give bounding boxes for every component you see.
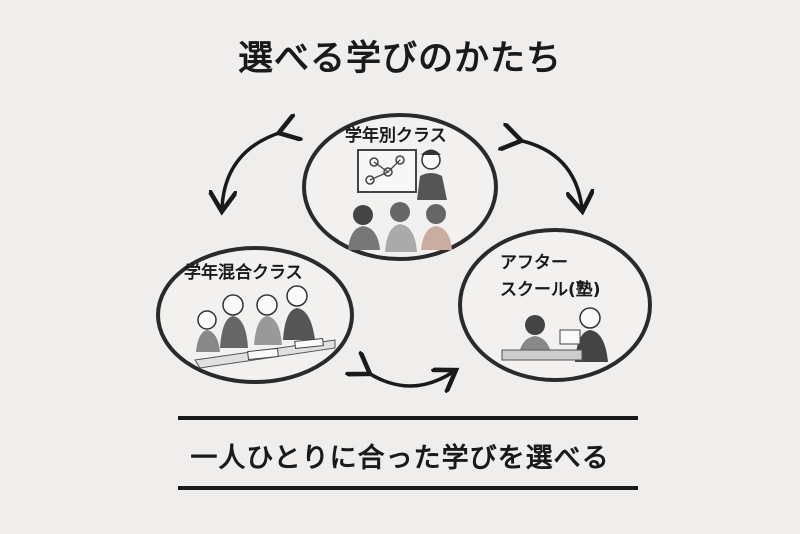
after-school-label-line1: アフター [500, 253, 568, 273]
after-school-illustration [458, 228, 652, 382]
divider-top [178, 416, 638, 420]
cycle-arrow-right [518, 140, 582, 208]
mixed-grade-class-label: 学年混合クラス [184, 263, 303, 283]
page-title: 選べる学びのかたち [237, 39, 562, 79]
cycle-arrow-bottom [367, 372, 453, 386]
after-school-label-line2: スクール(塾) [500, 280, 601, 300]
grade-class-illustration [302, 113, 498, 261]
grade-class-label: 学年別クラス [345, 126, 447, 146]
cycle-arrow-left [222, 132, 282, 208]
tagline: 一人ひとりに合った学びを選べる [190, 443, 610, 474]
divider-bottom [178, 486, 638, 490]
mixed-class-illustration [156, 246, 354, 384]
